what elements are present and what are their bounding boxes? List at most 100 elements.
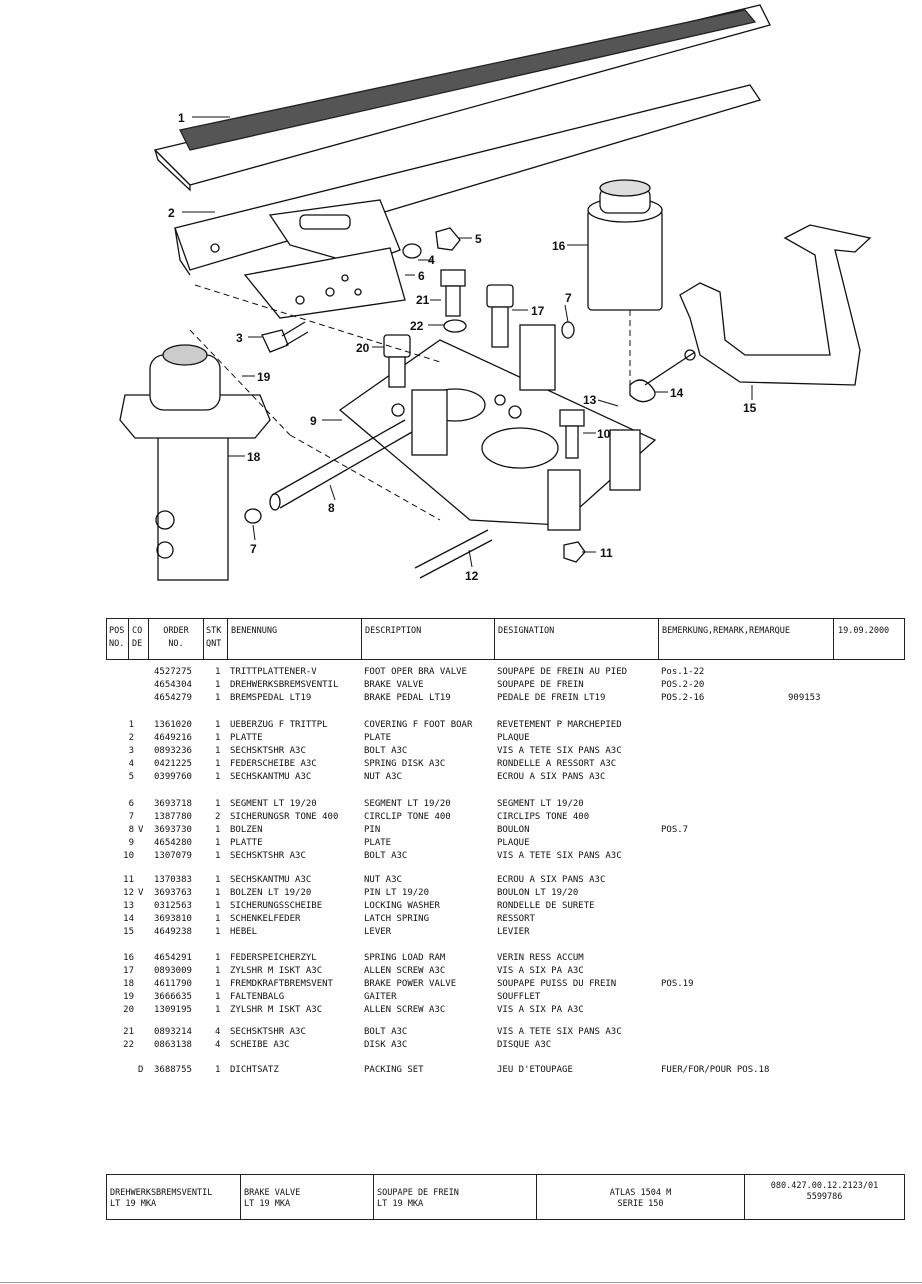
- cell-ben: SECHSKTSHR A3C: [230, 851, 306, 861]
- base-plate-part: [338, 324, 657, 531]
- callout-3: 3: [236, 331, 243, 345]
- cell-order: 3693718: [154, 799, 192, 809]
- cell-qty: 1: [215, 799, 221, 809]
- cell-des: PLAQUE: [497, 838, 530, 848]
- cell-desc: CIRCLIP TONE 400: [364, 812, 451, 822]
- cell-desc: SPRING LOAD RAM: [364, 953, 446, 963]
- header-remark-label: BEMERKUNG,REMARK,REMARQUE: [662, 626, 790, 636]
- cell-ben: PLATTE: [230, 838, 263, 848]
- washer-part: [402, 243, 422, 259]
- cell-ben: FALTENBALG: [230, 992, 285, 1002]
- cell-ben: BOLZEN: [230, 825, 263, 835]
- callout-21: 21: [416, 293, 430, 307]
- cell-qty: 1: [215, 1005, 221, 1015]
- header-co-label: CO: [132, 626, 143, 636]
- cell-des: VIS A TETE SIX PANS A3C: [497, 1027, 622, 1037]
- cell-pos: 6: [128, 799, 134, 809]
- cell-desc: COVERING F FOOT BOAR: [364, 720, 473, 730]
- cell-pos: 13: [123, 901, 134, 911]
- header-designation-label: DESIGNATION: [498, 626, 555, 636]
- cell-qty: 1: [215, 953, 221, 963]
- cell-order: 3693730: [154, 825, 192, 835]
- cell-desc: DISK A3C: [364, 1040, 408, 1050]
- cell-qty: 1: [215, 825, 221, 835]
- cell-qty: 1: [215, 667, 221, 677]
- header-benennung: BENENNUNG: [228, 619, 362, 659]
- cell-order: 0893214: [154, 1027, 192, 1037]
- cell-rem: POS.19: [661, 979, 694, 989]
- cell-desc: NUT A3C: [364, 772, 402, 782]
- cell-ben: SECHSKTSHR A3C: [230, 1027, 306, 1037]
- brake-power-valve-part: [119, 344, 271, 581]
- cell-ben: ZYLSHR M ISKT A3C: [230, 1005, 323, 1015]
- cell-pos: 14: [123, 914, 134, 924]
- disk-part: [443, 319, 467, 333]
- cell-pos: 8: [128, 825, 134, 835]
- cell-order: 4649216: [154, 733, 192, 743]
- title-german-line2: LT 19 MKA: [110, 1199, 157, 1209]
- cell-qty: 1: [215, 759, 221, 769]
- cell-order: 1309195: [154, 1005, 192, 1015]
- cell-des: SOUPAPE DE FREIN AU PIED: [497, 667, 628, 677]
- header-stk-label: STK: [206, 626, 222, 636]
- cell-desc: BRAKE POWER VALVE: [364, 979, 457, 989]
- cell-des: ECROU A SIX PANS A3C: [497, 772, 606, 782]
- cell-order: 3688755: [154, 1065, 192, 1075]
- cell-des: CIRCLIPS TONE 400: [497, 812, 590, 822]
- header-order-no-label: NO.: [168, 639, 184, 649]
- callout-4: 4: [428, 253, 435, 267]
- callout-6: 6: [418, 269, 425, 283]
- cell-ben: SECHSKTSHR A3C: [230, 746, 306, 756]
- cell-des: SOUPAPE PUISS DU FREIN: [497, 979, 617, 989]
- cell-des: VIS A TETE SIX PANS A3C: [497, 746, 622, 756]
- title-block-german: DREHWERKSBREMSVENTIL LT 19 MKA: [107, 1175, 241, 1219]
- cell-ben: HEBEL: [230, 927, 258, 937]
- cell-ben: PLATTE: [230, 733, 263, 743]
- cell-desc: PACKING SET: [364, 1065, 424, 1075]
- cell-des: RONDELLE DE SURETE: [497, 901, 595, 911]
- cell-qty: 1: [215, 746, 221, 756]
- cell-desc: LATCH SPRING: [364, 914, 430, 924]
- title-model-line1: ATLAS 1504 M: [609, 1188, 672, 1198]
- cell-desc: BRAKE PEDAL LT19: [364, 693, 451, 703]
- title-english-line1: BRAKE VALVE: [244, 1188, 301, 1198]
- title-code-line2: 5599786: [806, 1192, 843, 1202]
- cell-pos: 1: [128, 720, 134, 730]
- circlip-part-2: [244, 508, 262, 524]
- cell-order: 3693810: [154, 914, 192, 924]
- cell-desc: FOOT OPER BRA VALVE: [364, 667, 467, 677]
- title-english-line2: LT 19 MKA: [244, 1199, 291, 1209]
- bolt-part: [261, 321, 309, 353]
- circlip-part: [561, 321, 575, 339]
- cell-desc: PLATE: [364, 838, 392, 848]
- cell-pos: 2: [128, 733, 134, 743]
- cell-ben: SCHENKELFEDER: [230, 914, 301, 924]
- cell-pos: 5: [128, 772, 134, 782]
- segment-part: [243, 247, 406, 319]
- cell-ben: FEDERSCHEIBE A3C: [230, 759, 317, 769]
- cell-desc: PIN: [364, 825, 381, 835]
- cell-qty: 1: [215, 838, 221, 848]
- title-block-english: BRAKE VALVE LT 19 MKA: [241, 1175, 374, 1219]
- cell-pos: 10: [123, 851, 134, 861]
- pedal-plate-part: [174, 84, 762, 276]
- header-pos-no-label: NO.: [109, 639, 125, 649]
- header-co-de-label: DE: [132, 639, 143, 649]
- cell-des: PLAQUE: [497, 733, 530, 743]
- cell-ben: SECHSKANTMU A3C: [230, 772, 312, 782]
- cell-desc: PIN LT 19/20: [364, 888, 430, 898]
- cell-desc: SEGMENT LT 19/20: [364, 799, 451, 809]
- header-remark: BEMERKUNG,REMARK,REMARQUE: [659, 619, 834, 659]
- cell-pos: 4: [128, 759, 134, 769]
- callout-2: 2: [168, 206, 175, 220]
